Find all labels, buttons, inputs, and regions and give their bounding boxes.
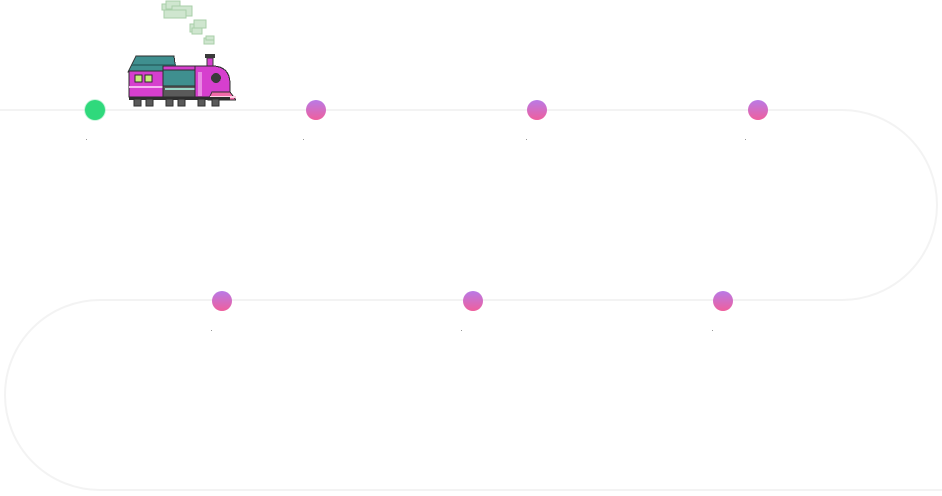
stop-2-tick: [303, 139, 304, 140]
roadmap-stop-3[interactable]: [527, 100, 547, 120]
stop-4-tick: [745, 139, 746, 140]
stop-3-tick: [526, 139, 527, 140]
roadmap-stop-5[interactable]: [212, 291, 232, 311]
stop-6-tick: [461, 330, 462, 331]
roadmap-stop-4[interactable]: [748, 100, 768, 120]
roadmap-stop-2[interactable]: [306, 100, 326, 120]
stop-7-tick: [712, 330, 713, 331]
stop-1-tick: [86, 139, 87, 140]
stop-5-tick: [211, 330, 212, 331]
roadmap-stop-7[interactable]: [713, 291, 733, 311]
roadmap-stop-6[interactable]: [463, 291, 483, 311]
train-icon: [127, 0, 236, 107]
roadmap-stop-1[interactable]: [85, 100, 105, 120]
smoke-icon: [161, 0, 215, 45]
